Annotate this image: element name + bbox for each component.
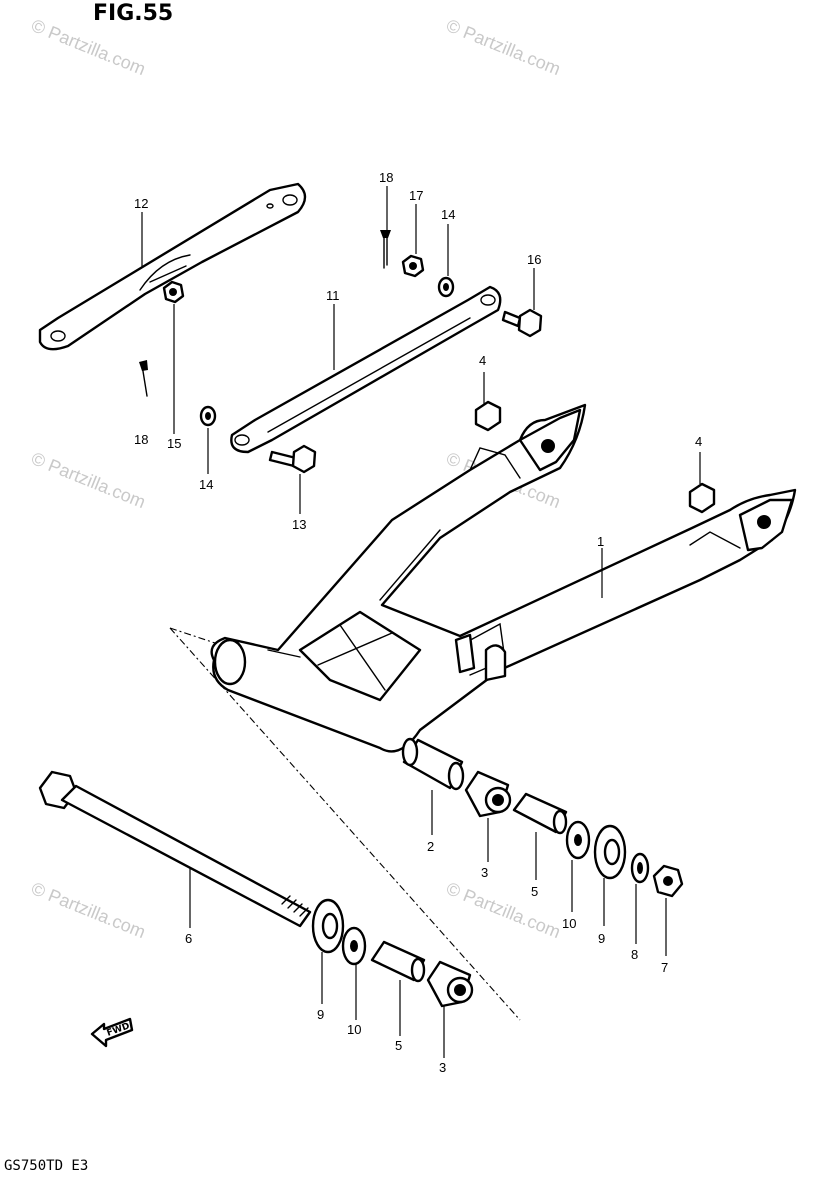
part-16-bolt [501, 308, 543, 338]
callout-18: 18 [379, 170, 393, 185]
part-11-torque-link [230, 285, 502, 454]
part-9-dust-seal [311, 824, 627, 954]
callout-10: 10 [562, 916, 576, 931]
callout-9: 9 [317, 1007, 324, 1022]
part-12-torque-link [38, 182, 307, 351]
forward-arrow: FWD [90, 1017, 134, 1048]
callout-12: 12 [134, 196, 148, 211]
callout-17: 17 [409, 188, 423, 203]
part-10-washer [341, 820, 591, 966]
part-4-bush [474, 400, 716, 514]
callout-3: 3 [481, 865, 488, 880]
part-18-cotter-pin [139, 230, 391, 397]
callout-14: 14 [199, 477, 213, 492]
callout-14: 14 [441, 207, 455, 222]
alignment-line [169, 627, 231, 649]
part-6-pivot-shaft [38, 770, 312, 928]
callout-numbers: 1 2 3 3 4 4 5 5 6 7 8 9 9 10 10 11 12 13… [134, 170, 702, 1075]
callout-5: 5 [531, 884, 538, 899]
callout-13: 13 [292, 517, 306, 532]
leader-lines [141, 186, 701, 1058]
part-8-washer [630, 852, 650, 884]
callout-3: 3 [439, 1060, 446, 1075]
callout-9: 9 [598, 931, 605, 946]
part-2-sleeve [401, 737, 465, 791]
callout-11: 11 [326, 288, 340, 303]
callout-7: 7 [661, 960, 668, 975]
watermark-text: © Partzilla.com [444, 15, 564, 79]
callout-16: 16 [527, 252, 541, 267]
part-5-spacer [370, 792, 568, 983]
watermark-text: © Partzilla.com [444, 878, 564, 942]
callout-5: 5 [395, 1038, 402, 1053]
callout-4: 4 [479, 353, 486, 368]
callout-1: 1 [597, 534, 604, 549]
callout-10: 10 [347, 1022, 361, 1037]
part-13-bolt [268, 444, 317, 474]
watermark-text: © Partzilla.com [29, 448, 149, 512]
callout-6: 6 [185, 931, 192, 946]
watermark-text: © Partzilla.com [29, 878, 149, 942]
callout-8: 8 [631, 947, 638, 962]
model-code: GS750TD E3 [4, 1158, 88, 1174]
callout-4: 4 [695, 434, 702, 449]
part-7-nut [652, 864, 684, 898]
callout-18: 18 [134, 432, 148, 447]
part-15-nut [162, 280, 185, 304]
figure-title: FIG.55 [93, 1, 173, 26]
part-17-nut [401, 254, 425, 278]
alignment-line [169, 627, 521, 1021]
part-14-washer [199, 276, 455, 427]
callout-15: 15 [167, 436, 181, 451]
part-1-swing-arm [210, 403, 797, 753]
callout-2: 2 [427, 839, 434, 854]
part-3-bearing [426, 770, 512, 1008]
